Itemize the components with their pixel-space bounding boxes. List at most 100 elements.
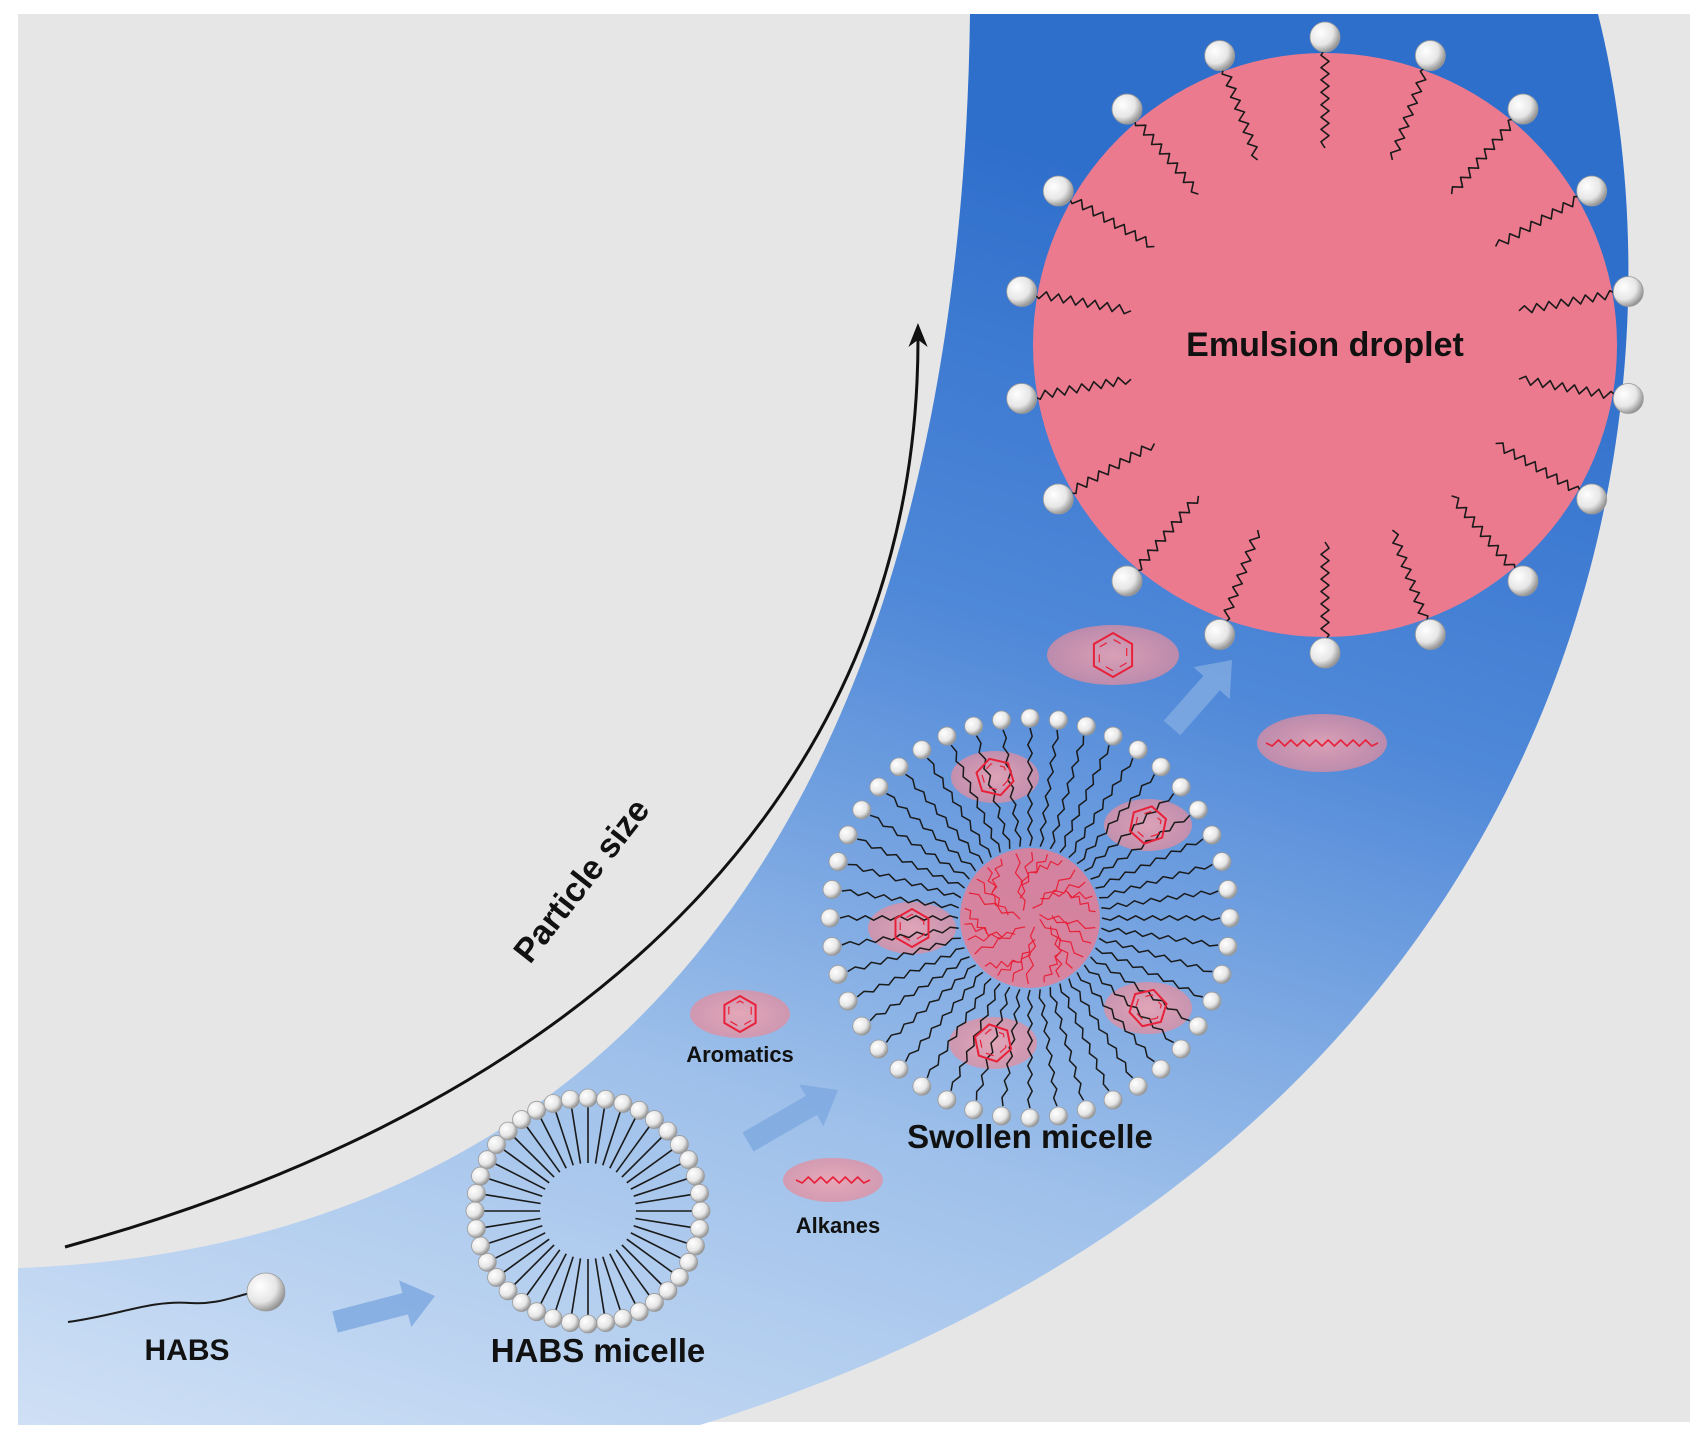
flow-arrow-shape xyxy=(1163,659,1233,736)
sphere-icon xyxy=(1212,852,1232,872)
micelle-tail xyxy=(513,1136,555,1178)
sphere-icon xyxy=(822,880,842,899)
micelle-tail xyxy=(630,1232,682,1259)
sphere-icon xyxy=(498,1281,518,1301)
tail xyxy=(1002,729,1022,847)
micelle-tail xyxy=(540,1253,567,1305)
swollen-micelle-label: Swollen micelle xyxy=(907,1118,1153,1155)
sphere-icon xyxy=(578,1088,598,1108)
benzene-inner xyxy=(1134,994,1162,1022)
benzene-ring-icon xyxy=(975,757,1015,797)
tail xyxy=(1068,978,1134,1079)
sphere-icon xyxy=(1612,276,1644,307)
sphere-icon xyxy=(1103,1090,1123,1110)
alkane-blob xyxy=(1257,714,1387,772)
sphere-icon xyxy=(658,1281,678,1301)
sphere-icon xyxy=(690,1183,710,1203)
tail xyxy=(1518,375,1618,399)
sphere-icon xyxy=(560,1313,580,1333)
tail xyxy=(1389,66,1427,161)
sphere-icon xyxy=(1042,175,1074,207)
micelle-tail xyxy=(633,1225,688,1244)
sphere-icon xyxy=(690,1219,710,1239)
sphere-icon xyxy=(512,1293,531,1312)
sphere-icon xyxy=(937,1090,957,1110)
tail xyxy=(1134,495,1200,573)
sphere-icon xyxy=(838,825,858,845)
tail xyxy=(869,956,970,1022)
flow-arrow-3 xyxy=(1163,659,1233,736)
tail xyxy=(856,947,965,998)
aromatics-label: Aromatics xyxy=(686,1042,794,1067)
tail xyxy=(1051,915,1092,944)
benzene-inner xyxy=(981,763,1009,791)
tail xyxy=(795,1176,871,1184)
habs-molecule xyxy=(67,1272,286,1323)
sphere-icon xyxy=(992,1106,1011,1126)
micelle-tail xyxy=(609,1117,636,1169)
sphere-icon xyxy=(1218,937,1238,956)
sphere-icon xyxy=(937,726,957,746)
benzene-ring xyxy=(723,994,757,1034)
sphere-icon xyxy=(527,1100,547,1120)
sphere-icon xyxy=(1309,637,1341,669)
alkane-blob xyxy=(783,1158,883,1202)
micelle-tail xyxy=(526,1249,561,1296)
tail xyxy=(857,838,965,889)
sphere-icon xyxy=(992,710,1011,730)
sphere-icon xyxy=(1188,1016,1208,1036)
sphere-icon xyxy=(477,1150,497,1170)
tail xyxy=(975,986,1011,1101)
tail xyxy=(1038,989,1058,1107)
sphere-icon xyxy=(1049,1106,1068,1126)
sphere-icon xyxy=(964,1100,984,1120)
sphere-icon xyxy=(1414,40,1446,71)
micelle-tail xyxy=(555,1256,574,1311)
tail xyxy=(1067,891,1096,913)
sphere-icon xyxy=(889,1059,909,1079)
sphere-icon xyxy=(578,1314,598,1334)
sphere-icon xyxy=(629,1302,649,1322)
solubilized-aromatic-blob xyxy=(949,1017,1037,1069)
sphere-icon xyxy=(1006,276,1038,307)
tail xyxy=(1101,927,1219,947)
tail xyxy=(1451,495,1517,572)
benzene-ring xyxy=(1128,805,1168,845)
sphere-icon xyxy=(1076,716,1096,736)
sphere-icon xyxy=(613,1094,633,1113)
tail xyxy=(1098,937,1213,973)
benzene-ring xyxy=(975,757,1015,797)
micelle-tail xyxy=(626,1149,673,1184)
tail xyxy=(1095,947,1203,998)
benzene-ring xyxy=(973,1023,1013,1063)
sphere-icon xyxy=(466,1219,486,1239)
sphere-icon xyxy=(543,1309,563,1328)
tail xyxy=(1495,442,1583,494)
flow-arrows xyxy=(332,659,1233,1333)
sphere-icon xyxy=(822,937,842,956)
sphere-icon xyxy=(1220,908,1240,928)
tail xyxy=(1450,117,1516,195)
tail xyxy=(1090,956,1191,1022)
tail xyxy=(1030,859,1063,874)
flow-arrow-shape xyxy=(332,1280,436,1333)
sphere-icon xyxy=(1111,93,1143,125)
benzene-ring-icon xyxy=(1092,631,1134,679)
sphere-icon xyxy=(1202,825,1222,845)
tail xyxy=(926,757,992,858)
tail xyxy=(1001,989,1021,1107)
sphere-icon xyxy=(498,1121,518,1141)
micelle-tail xyxy=(540,1117,567,1169)
micelle-tail xyxy=(503,1149,550,1184)
sphere-icon xyxy=(596,1313,616,1333)
tail xyxy=(950,744,1001,853)
tail xyxy=(968,892,1021,920)
sphere-icon xyxy=(1042,483,1074,515)
sphere-icon xyxy=(1507,565,1539,597)
tail xyxy=(1049,987,1085,1101)
sphere-icon xyxy=(246,1272,286,1312)
sphere-icon xyxy=(1103,726,1123,746)
sphere-icon xyxy=(1414,619,1446,650)
sphere-icon xyxy=(869,777,889,797)
